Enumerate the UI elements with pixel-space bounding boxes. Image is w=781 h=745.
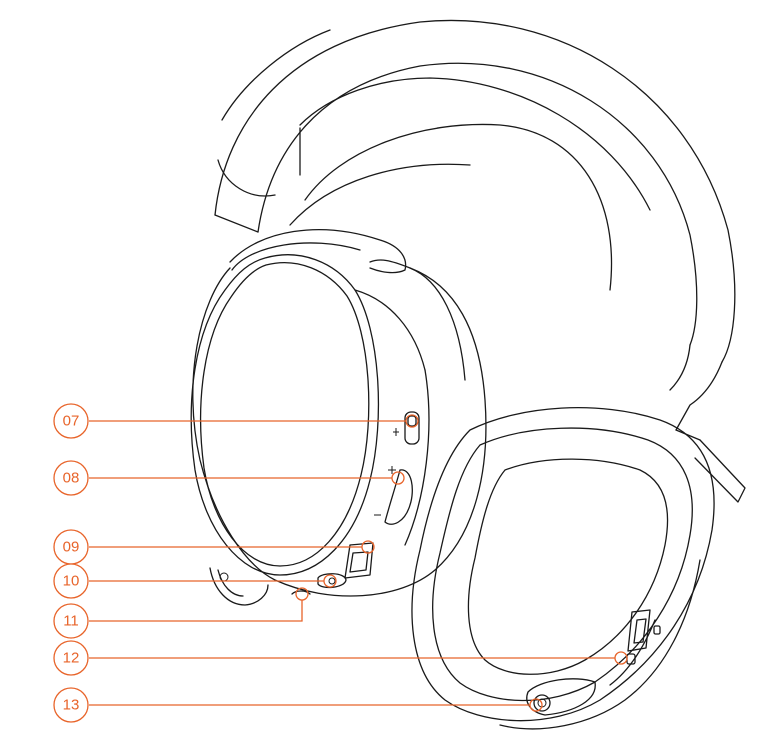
callout-09-label: 09 [63, 539, 80, 556]
callout-07: 07 [53, 403, 419, 439]
headband [214, 19, 746, 503]
mic-element [291, 590, 311, 595]
callout-10: 10 [53, 563, 337, 599]
callout-13-label: 13 [63, 697, 80, 714]
callout-12: 12 [53, 640, 628, 676]
callout-13: 13 [53, 687, 543, 723]
callout-08: 08 [53, 460, 405, 496]
callout-09: 09 [53, 529, 375, 565]
callout-11: 11 [53, 587, 309, 639]
mic-mute-switch [393, 411, 420, 445]
volume-wheel [374, 466, 413, 525]
callout-08-label: 08 [63, 470, 80, 487]
callout-11-label: 11 [63, 613, 79, 630]
right-earcup-controls [626, 609, 661, 665]
callout-07-label: 07 [63, 413, 80, 430]
charge-port [317, 573, 347, 589]
callout-10-label: 10 [63, 573, 80, 590]
audio-jack-port [526, 678, 596, 716]
power-button [344, 542, 374, 579]
right-earcup [411, 407, 715, 730]
mic-boom [209, 567, 269, 606]
headband-strap [289, 123, 613, 291]
callout-12-label: 12 [63, 650, 80, 667]
left-earcup [190, 229, 487, 597]
